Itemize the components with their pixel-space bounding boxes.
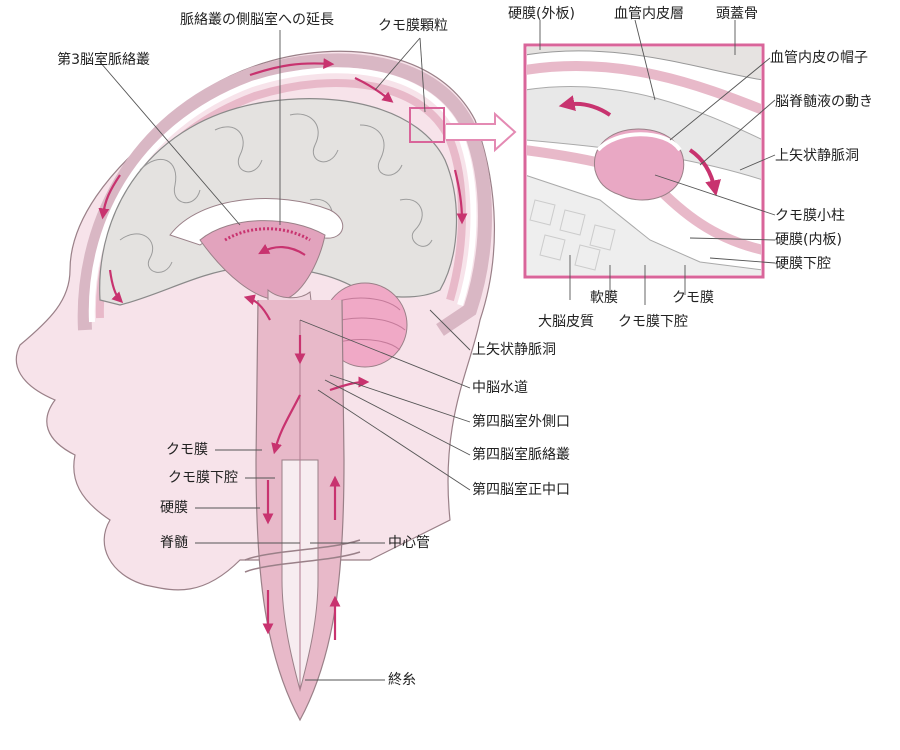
label-choroid-extension: 脈絡叢の側脳室への延長 — [180, 12, 334, 28]
gyri — [119, 113, 433, 273]
label-csf-motion: 脳脊髄液の動き — [775, 94, 873, 110]
label-vessel-endothelium: 血管内皮層 — [614, 6, 684, 22]
csf-flow-arrow — [243, 294, 271, 321]
inset-dura-outer — [527, 60, 761, 115]
csf-flow-arrow — [558, 95, 612, 117]
csf-flow-arrow — [329, 376, 370, 392]
inset-granulation — [594, 128, 685, 201]
label-sss-inset: 上矢状静脈洞 — [775, 148, 859, 164]
csf-flow-arrow — [258, 244, 306, 256]
label-median-aperture: 第四脳室正中口 — [472, 482, 570, 498]
label-cortex: 大脳皮質 — [538, 314, 594, 330]
inset-cap — [596, 132, 682, 152]
csf-flow-arrow — [688, 148, 721, 197]
label-subdural: 硬膜下腔 — [775, 256, 831, 272]
label-trabecula: クモ膜小柱 — [775, 208, 845, 224]
label-central-canal: 中心管 — [388, 535, 430, 551]
csf-flow-arrow — [108, 269, 124, 304]
label-pia: 軟膜 — [590, 290, 618, 306]
csf-flow-arrow — [453, 169, 468, 225]
inset-cells — [529, 199, 616, 271]
label-lateral-aperture: 第四脳室外側口 — [472, 414, 570, 430]
zoom-arrow — [446, 111, 517, 153]
csf-flow-arrow — [354, 77, 394, 103]
inset-cortex — [527, 175, 761, 275]
inset-panel — [523, 43, 765, 279]
label-arachnoid-inset: クモ膜 — [672, 290, 714, 306]
label-subarachnoid: クモ膜下腔 — [168, 470, 238, 486]
csf-flow-arrow — [249, 58, 335, 77]
label-sss-main: 上矢状静脈洞 — [472, 342, 556, 358]
label-choroid-fourth: 第四脳室脈絡叢 — [472, 447, 570, 463]
csf-flow-arrow — [98, 174, 121, 220]
csf-flow-arrow — [271, 394, 301, 455]
break-line-lower — [244, 551, 361, 573]
label-arachnoid: クモ膜 — [166, 442, 208, 458]
leader-lines — [99, 19, 776, 681]
inset-flow-arrows — [558, 95, 721, 197]
choroid-plexus — [224, 227, 311, 242]
label-filum: 終糸 — [388, 672, 416, 688]
zoom-source-box — [409, 107, 445, 143]
label-arachnoid-granulation: クモ膜顆粒 — [378, 18, 448, 34]
label-choroid-plexus-third: 第3脳室脈絡叢 — [57, 52, 150, 68]
label-aqueduct: 中脳水道 — [472, 380, 528, 396]
label-spinal-cord: 脊髄 — [160, 535, 188, 551]
dura-layer — [88, 67, 477, 323]
label-endothelial-cap: 血管内皮の帽子 — [770, 50, 868, 66]
inset-skull — [527, 47, 761, 81]
label-dura-inner: 硬膜(内板) — [775, 232, 842, 248]
skull-outer — [77, 53, 492, 336]
label-skull: 頭蓋骨 — [716, 6, 758, 22]
label-subarachnoid-inset: クモ膜下腔 — [618, 314, 688, 330]
label-dura: 硬膜 — [160, 500, 188, 516]
label-dura-outer: 硬膜(外板) — [508, 6, 575, 22]
csf-flow-arrows — [98, 58, 468, 640]
third-ventricle — [199, 220, 326, 301]
